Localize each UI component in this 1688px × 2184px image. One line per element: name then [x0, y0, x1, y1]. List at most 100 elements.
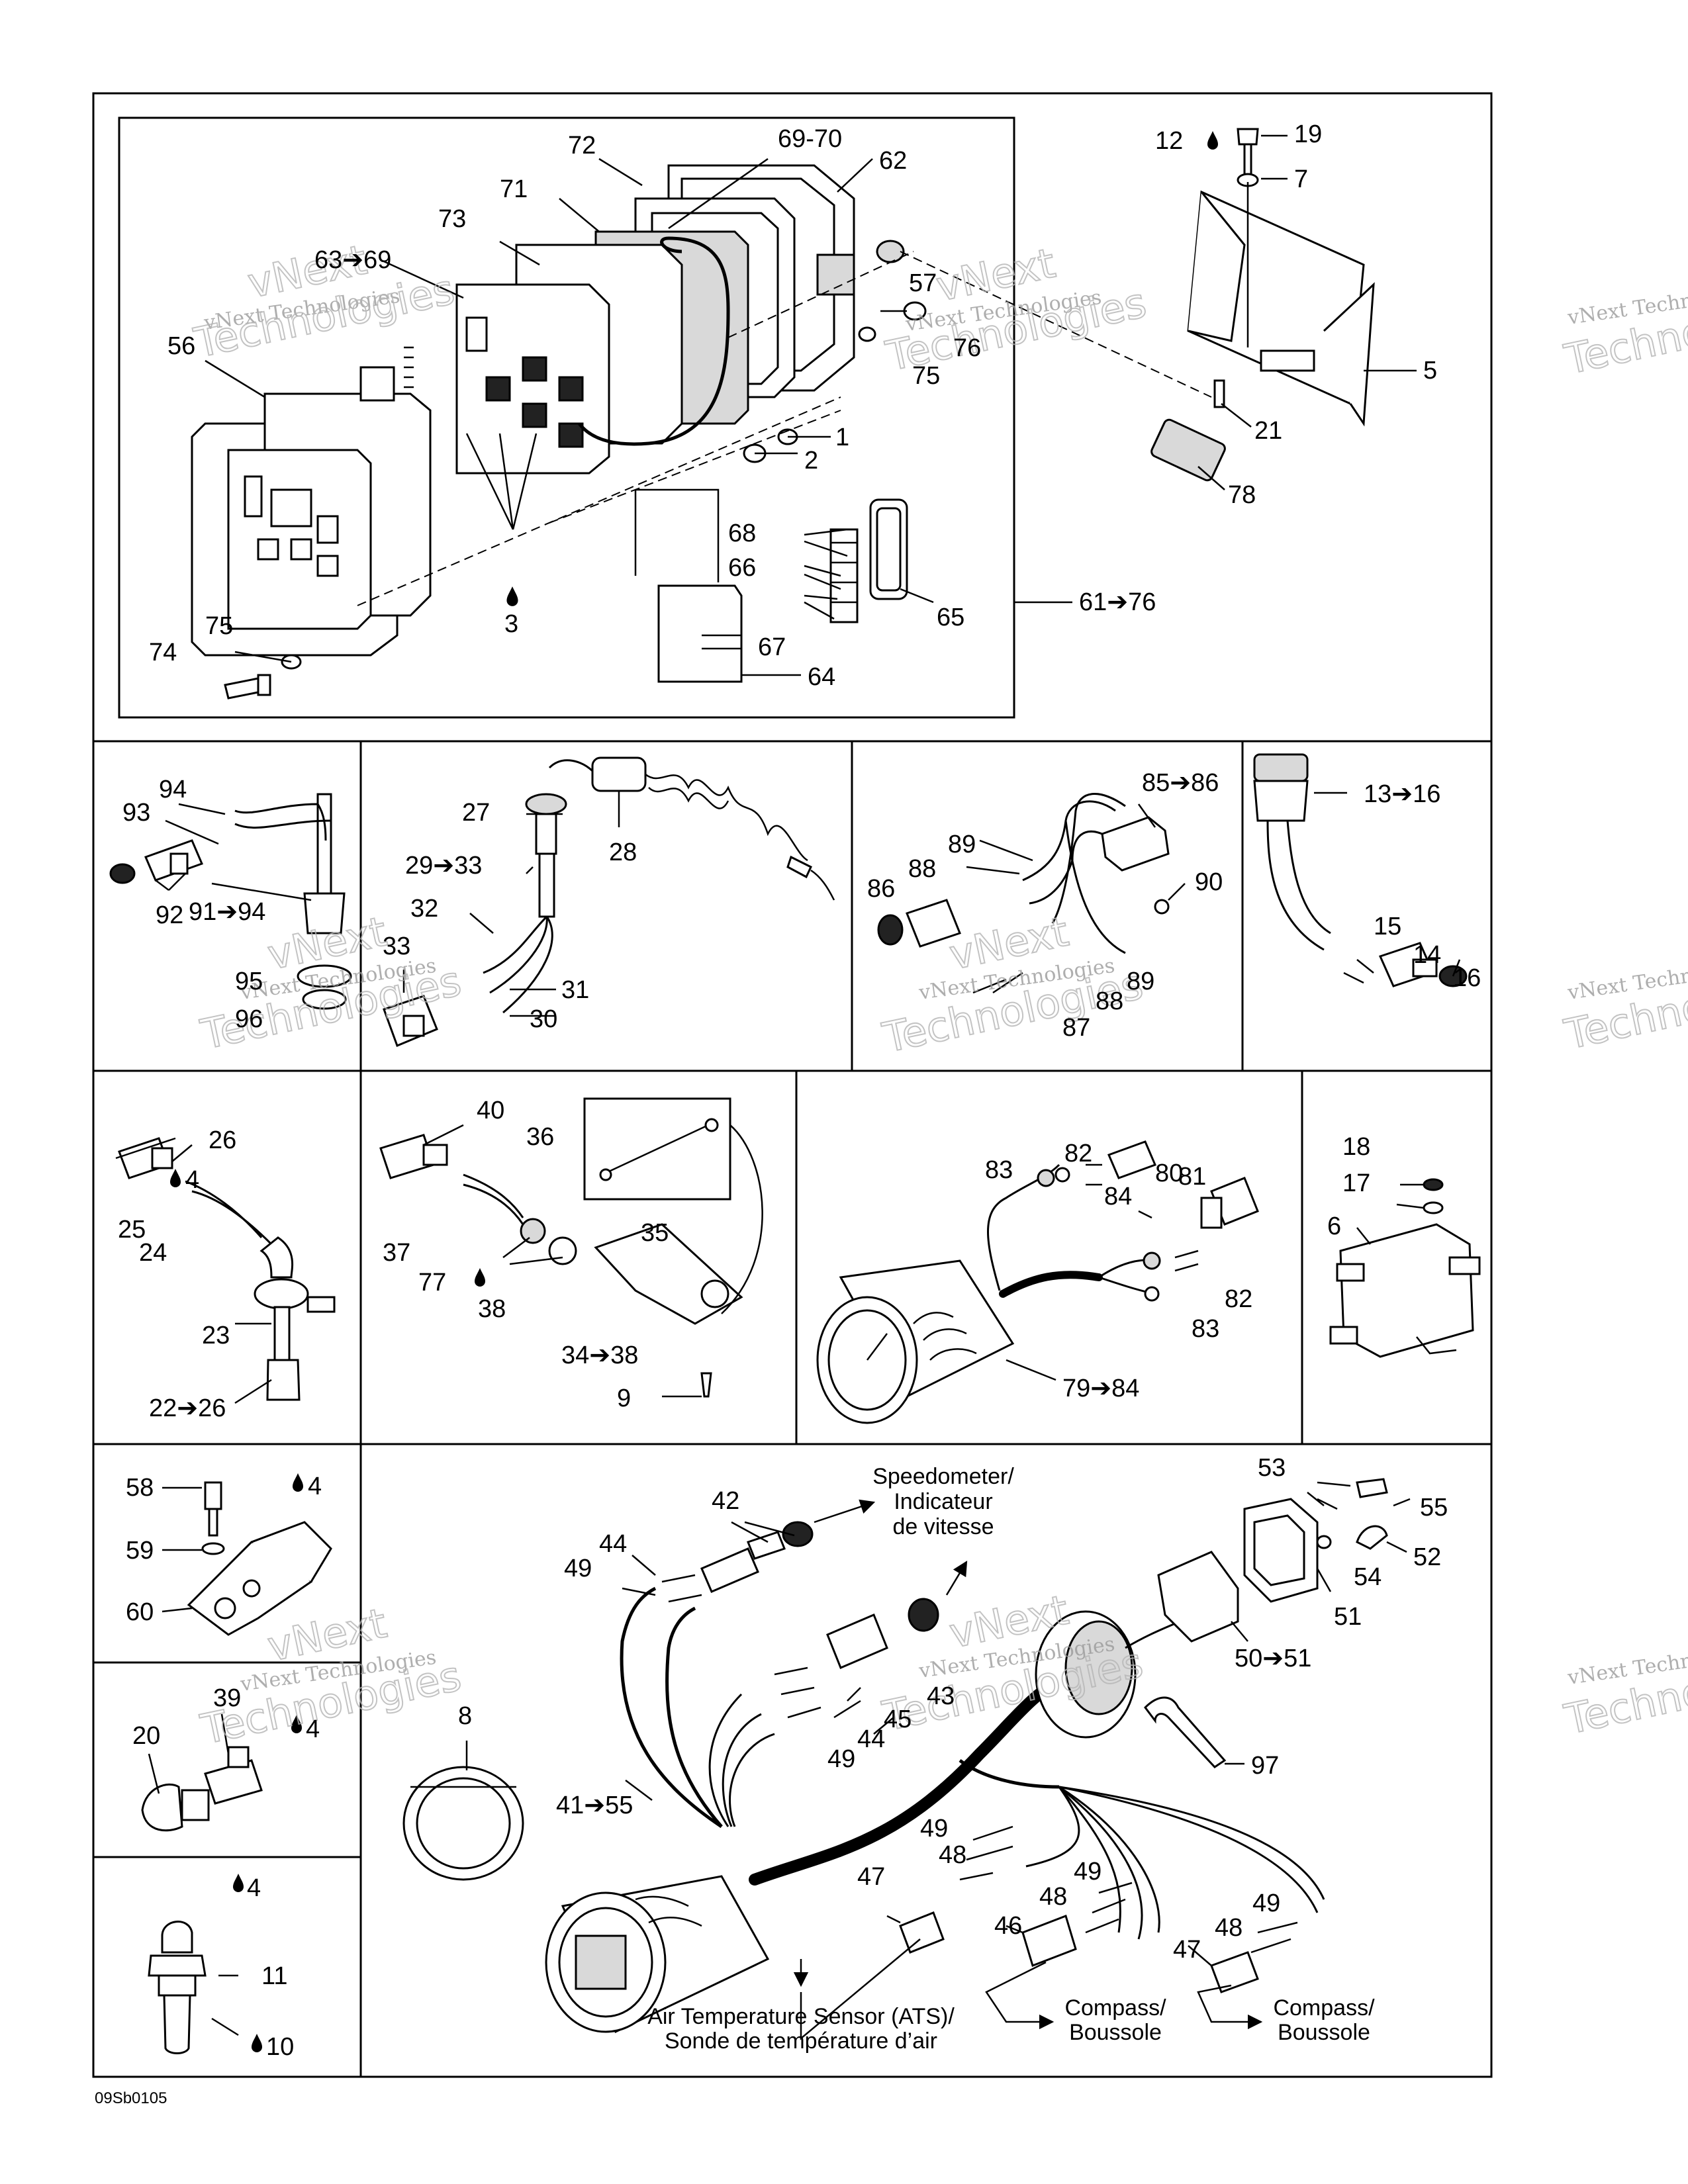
callout-32: 32	[410, 895, 438, 923]
callout-37: 37	[383, 1239, 410, 1267]
mounting-bracket-assembly	[1150, 128, 1417, 490]
callout-41-55: 41➔55	[556, 1792, 633, 1819]
callout-57: 57	[909, 269, 937, 297]
callout-6: 6	[1327, 1212, 1341, 1240]
callout-60: 60	[126, 1598, 154, 1626]
callout-76: 76	[953, 334, 981, 362]
liquid-drop-icon	[170, 1169, 181, 1187]
callout-52: 52	[1413, 1543, 1441, 1571]
callout-79-84: 79➔84	[1062, 1375, 1139, 1402]
callout-85-86: 85➔86	[1142, 769, 1219, 797]
callout-58: 58	[126, 1474, 154, 1502]
callout-51: 51	[1334, 1603, 1362, 1631]
callout-17: 17	[1342, 1169, 1370, 1197]
callout-45: 45	[884, 1706, 912, 1733]
svg-text:Boussole: Boussole	[1278, 2020, 1370, 2045]
callout-91-94: 91➔94	[189, 898, 265, 926]
callout-77: 77	[418, 1269, 446, 1297]
callout-62: 62	[879, 147, 907, 175]
callout-28: 28	[609, 839, 637, 866]
sensor-22-26	[115, 1137, 336, 1404]
callout-44b: 44	[857, 1725, 885, 1753]
callout-97: 97	[1251, 1752, 1279, 1780]
callout-9: 9	[617, 1385, 631, 1412]
callout-49b: 49	[827, 1745, 855, 1773]
sensor-10-11	[148, 1921, 239, 2054]
callout-1: 1	[835, 424, 849, 451]
callout-34-38: 34➔38	[561, 1342, 638, 1369]
callout-65: 65	[937, 604, 964, 631]
liquid-drop-icon	[1207, 131, 1218, 150]
callout-26: 26	[209, 1126, 236, 1154]
multifunction-gauge-harness	[402, 1478, 1411, 2040]
callout-11: 11	[261, 1962, 287, 1990]
sensor-13-16	[1253, 753, 1468, 987]
callout-49a: 49	[564, 1555, 592, 1582]
note-air-temperature-sensor: Air Temperature Sensor (ATS)/	[647, 2004, 955, 2029]
callout-78: 78	[1228, 481, 1256, 509]
callout-84: 84	[1104, 1183, 1132, 1210]
callout-35: 35	[641, 1219, 669, 1247]
liquid-drop-icon	[506, 586, 518, 606]
liquid-drop-icon	[233, 1874, 244, 1892]
callout-90: 90	[1195, 868, 1223, 896]
callout-48a: 48	[939, 1841, 966, 1869]
gauge-79-84	[816, 1140, 1259, 1424]
callout-18: 18	[1342, 1133, 1370, 1161]
callout-95: 95	[235, 968, 263, 995]
callout-labels: 72 69-70 62 71 73 63➔69 57 56 76 75 1 2 …	[118, 120, 1481, 2061]
callout-50-51: 50➔51	[1235, 1645, 1311, 1672]
callout-56: 56	[167, 332, 195, 360]
callout-23: 23	[202, 1322, 230, 1349]
callout-92: 92	[156, 901, 183, 929]
callout-39: 39	[213, 1684, 241, 1712]
callout-83b: 83	[1192, 1315, 1219, 1343]
callout-48b: 48	[1039, 1883, 1067, 1911]
bracket-58-60	[162, 1481, 332, 1636]
throttle-sensor-34-38	[379, 1097, 763, 1398]
callout-49e: 49	[1252, 1889, 1280, 1917]
callout-29-33: 29➔33	[405, 852, 482, 880]
callout-47a: 47	[857, 1863, 885, 1891]
callout-96: 96	[235, 1005, 263, 1033]
callout-4a: 4	[185, 1166, 199, 1194]
callout-89b: 89	[1127, 968, 1154, 995]
svg-text:Sonde de température d’air: Sonde de température d’air	[665, 2028, 937, 2054]
callout-83a: 83	[985, 1156, 1013, 1184]
callout-59: 59	[126, 1537, 154, 1565]
image-code: 09Sb0105	[95, 2089, 167, 2107]
callout-74: 74	[149, 639, 177, 666]
callout-40: 40	[477, 1097, 504, 1124]
sensor-20-39	[141, 1713, 263, 1832]
callout-68: 68	[728, 520, 756, 547]
electronic-module-85-86	[877, 793, 1186, 994]
callout-94: 94	[159, 776, 187, 803]
callout-64: 64	[808, 663, 835, 691]
callout-80: 80	[1155, 1160, 1183, 1187]
callout-16: 16	[1453, 964, 1481, 992]
callout-53: 53	[1258, 1454, 1286, 1482]
callout-33: 33	[383, 933, 410, 960]
callout-44a: 44	[599, 1530, 627, 1558]
callout-13-16: 13➔16	[1364, 780, 1440, 808]
callout-61-76: 61➔76	[1079, 588, 1156, 616]
callout-87: 87	[1062, 1014, 1090, 1042]
svg-text:de vitesse: de vitesse	[892, 1514, 994, 1539]
callout-88b: 88	[1096, 987, 1123, 1015]
callout-82a: 82	[1064, 1140, 1092, 1167]
callout-15: 15	[1374, 913, 1401, 940]
callout-71: 71	[500, 175, 528, 203]
callout-48c: 48	[1215, 1914, 1243, 1942]
callout-46: 46	[994, 1912, 1022, 1940]
callout-88a: 88	[908, 855, 936, 883]
liquid-drop-icon	[293, 1473, 303, 1492]
callout-72: 72	[568, 132, 596, 159]
notes: Speedometer/ Indicateur de vitesse Air T…	[647, 1464, 1375, 2054]
callout-47b: 47	[1173, 1936, 1201, 1964]
note-compass-1: Compass/	[1064, 1995, 1166, 2021]
callout-24: 24	[139, 1239, 167, 1267]
note-compass-2: Compass/	[1273, 1995, 1375, 2021]
callout-36: 36	[526, 1123, 554, 1151]
callout-12: 12	[1155, 127, 1183, 155]
